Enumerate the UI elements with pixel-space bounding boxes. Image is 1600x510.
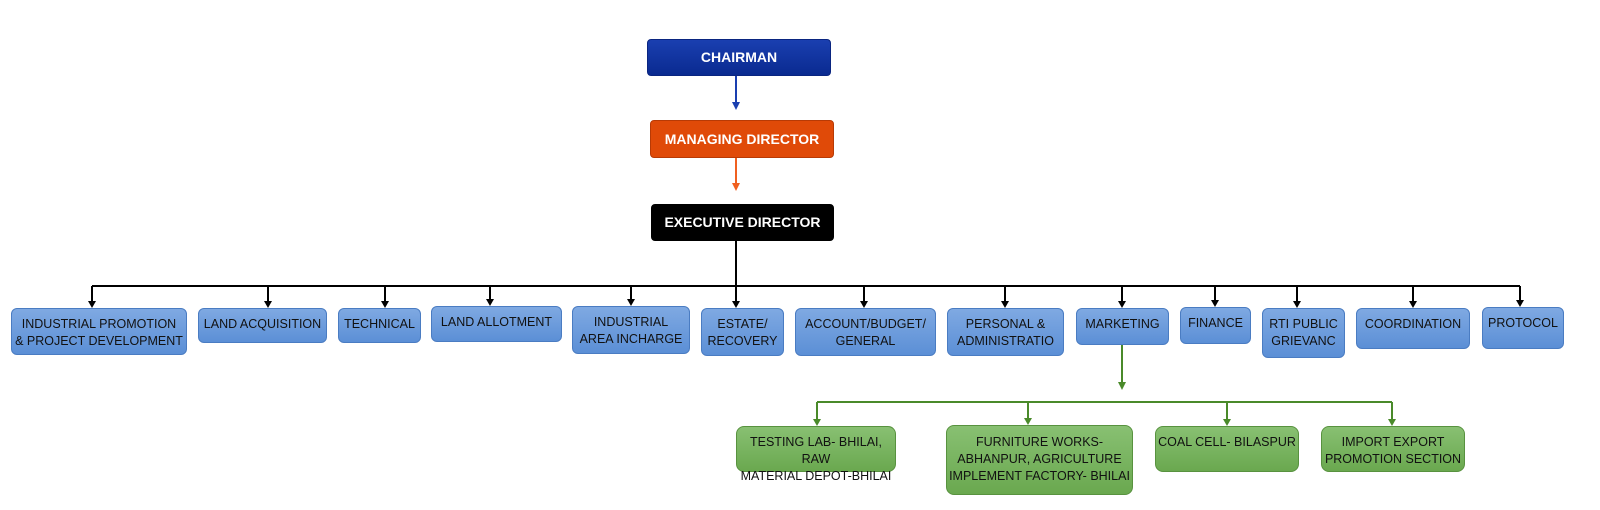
arrowhead: [860, 301, 868, 308]
dept-finance[interactable]: FINANCE: [1180, 307, 1251, 344]
dept-label: INDUSTRIAL PROMOTION & PROJECT DEVELOPME…: [15, 317, 183, 348]
dept-label: FINANCE: [1188, 316, 1243, 330]
arrowhead: [627, 299, 635, 306]
arrowhead: [486, 299, 494, 306]
dept-industrial-area-incharge[interactable]: INDUSTRIAL AREA INCHARGE: [572, 306, 690, 354]
dept-land-allotment[interactable]: LAND ALLOTMENT: [431, 306, 562, 342]
dept-label: PROTOCOL: [1488, 316, 1558, 330]
dept-protocol[interactable]: PROTOCOL: [1482, 307, 1564, 349]
arrowhead: [1118, 382, 1126, 390]
dept-personal-administration[interactable]: PERSONAL & ADMINISTRATIO: [947, 308, 1064, 356]
unit-furniture-works[interactable]: FURNITURE WORKS- ABHANPUR, AGRICULTURE I…: [946, 425, 1133, 495]
arrowhead: [1211, 300, 1219, 307]
managing-director-box[interactable]: MANAGING DIRECTOR: [650, 120, 834, 158]
dept-label: TECHNICAL: [344, 317, 415, 331]
chairman-label: CHAIRMAN: [700, 49, 778, 65]
dept-rti-public-grievance[interactable]: RTI PUBLIC GRIEVANC: [1262, 308, 1345, 358]
dept-label: COORDINATION: [1364, 317, 1462, 331]
arrowhead: [813, 419, 821, 426]
dept-label: LAND ALLOTMENT: [440, 315, 553, 329]
dept-label: INDUSTRIAL AREA INCHARGE: [579, 315, 683, 346]
dept-label: MARKETING: [1085, 317, 1160, 331]
arrowhead: [732, 102, 740, 110]
arrowhead: [732, 301, 740, 308]
arrowhead: [88, 301, 96, 308]
arrowhead: [1388, 419, 1396, 426]
executive-director-box[interactable]: EXECUTIVE DIRECTOR: [651, 204, 834, 241]
arrowhead: [1024, 418, 1032, 425]
arrowhead: [1293, 301, 1301, 308]
dept-label: PERSONAL & ADMINISTRATIO: [957, 317, 1054, 348]
arrowhead: [1409, 301, 1417, 308]
dept-label: ACCOUNT/BUDGET/ GENERAL: [805, 317, 926, 348]
arrowhead: [1516, 300, 1524, 307]
managing-director-label: MANAGING DIRECTOR: [664, 130, 820, 147]
arrowhead: [381, 301, 389, 308]
unit-label: TESTING LAB- BHILAI, RAW MATERIAL DEPOT-…: [740, 435, 892, 483]
dept-label: LAND ACQUISITION: [203, 317, 322, 331]
arrowhead: [732, 183, 740, 191]
dept-land-acquisition[interactable]: LAND ACQUISITION: [198, 308, 327, 343]
unit-testing-lab[interactable]: TESTING LAB- BHILAI, RAW MATERIAL DEPOT-…: [736, 426, 896, 483]
unit-label: FURNITURE WORKS- ABHANPUR, AGRICULTURE I…: [949, 435, 1130, 483]
arrowhead: [1001, 301, 1009, 308]
dept-technical[interactable]: TECHNICAL: [338, 308, 421, 343]
dept-estate-recovery[interactable]: ESTATE/ RECOVERY: [701, 308, 784, 356]
unit-label: IMPORT EXPORT PROMOTION SECTION: [1324, 435, 1462, 466]
dept-industrial-promotion[interactable]: INDUSTRIAL PROMOTION & PROJECT DEVELOPME…: [11, 308, 187, 355]
arrowhead: [1223, 419, 1231, 426]
dept-label: ESTATE/ RECOVERY: [707, 317, 778, 348]
chairman-box[interactable]: CHAIRMAN: [647, 39, 831, 76]
arrowhead: [264, 301, 272, 308]
dept-coordination[interactable]: COORDINATION: [1356, 308, 1470, 349]
arrowhead: [1118, 301, 1126, 308]
dept-account-budget-general[interactable]: ACCOUNT/BUDGET/ GENERAL: [795, 308, 936, 356]
unit-coal-cell[interactable]: COAL CELL- BILASPUR: [1155, 426, 1299, 472]
dept-marketing[interactable]: MARKETING: [1076, 308, 1169, 345]
executive-director-label: EXECUTIVE DIRECTOR: [664, 214, 821, 230]
unit-label: COAL CELL- BILASPUR: [1158, 435, 1296, 449]
dept-label: RTI PUBLIC GRIEVANC: [1269, 317, 1338, 348]
unit-import-export[interactable]: IMPORT EXPORT PROMOTION SECTION: [1321, 426, 1465, 472]
